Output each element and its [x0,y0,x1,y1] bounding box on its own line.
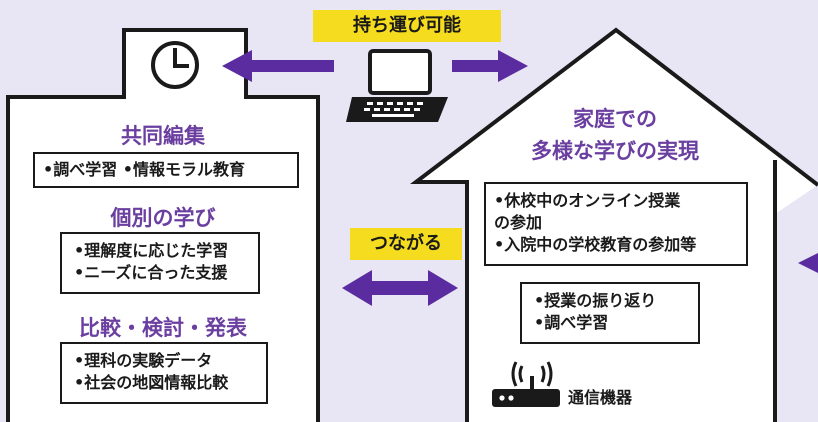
school-heading-individual: 個別の学び [110,206,216,230]
school-building-outline [6,28,320,422]
school-box-compare-line-2: •社会の地図情報比較 [74,373,229,392]
clock-icon [151,41,199,89]
school-box-individual: •理解度に応じた学習 •ニーズに合った支援 [60,232,260,294]
laptop-icon [346,49,448,122]
home-box-online: •休校中のオンライン授業 の参加 •入院中の学校教育の参加等 [484,182,748,266]
home-title-line-1: 家庭での [573,107,657,131]
home-box-review: •授業の振り返り •調べ学習 [520,282,700,344]
connect-arrow [342,270,458,306]
school-box-individual-line-2: •ニーズに合った支援 [74,263,228,282]
school-heading-compare: 比較・検討・発表 [79,316,247,340]
top-arrow [222,50,528,82]
home-box-review-line-2: •調べ学習 [534,313,609,332]
home-box-online-line-3: •入院中の学校教育の参加等 [494,235,697,254]
router-label: 通信機器 [568,388,633,407]
school-heading-collab: 共同編集 [121,124,205,148]
school-box-collab-line: •調べ学習 •情報モラル教育 [43,160,246,179]
home-box-review-line-1: •授業の振り返り [534,291,657,310]
right-edge-arrow [798,253,818,273]
home-box-online-line-2: の参加 [494,213,543,232]
portable-tag: 持ち運び可能 [313,10,501,42]
school-box-collab: •調べ学習 •情報モラル教育 [33,152,299,188]
home-box-online-line-1: •休校中のオンライン授業 [494,191,681,210]
connect-tag: つながる [350,228,462,260]
school-box-individual-line-1: •理解度に応じた学習 [74,241,229,260]
home-title-line-2: 多様な学びの実現 [531,139,699,163]
router-icon [492,361,560,407]
school-box-compare: •理科の実験データ •社会の地図情報比較 [60,342,268,404]
home-title: 家庭での 多様な学びの実現 [520,103,710,167]
school-box-compare-line-1: •理科の実験データ [74,351,213,370]
